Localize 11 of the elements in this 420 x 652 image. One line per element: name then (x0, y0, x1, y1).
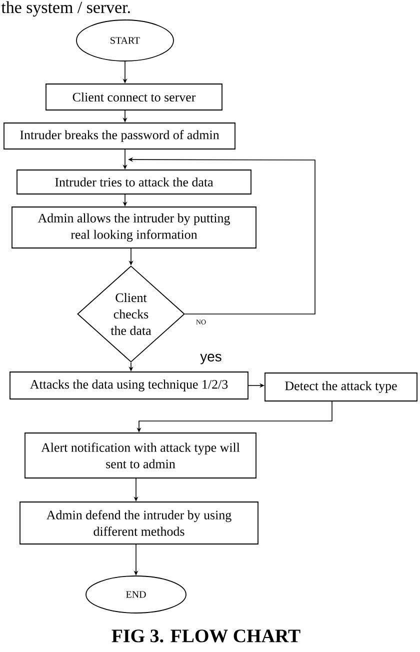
process-box: Alert notification with attack type will sent to admin (24, 432, 256, 478)
process-box: Intruder tries to attack the data (16, 170, 252, 194)
body-text: the system / server. (1, 1, 130, 17)
process-box: Attacks the data using technique 1/2/3 (10, 372, 248, 400)
process-box: Admin allows the intruder by putting real looking information (12, 206, 256, 248)
figure-caption: FIG 3. FLOW CHART (112, 630, 300, 642)
process-box: Intruder breaks the password of admin (4, 122, 236, 150)
edge-label: yes (199, 352, 223, 366)
process-box: Admin defend the intruder by using different methods (20, 502, 258, 544)
process-box: Detect the attack type (264, 372, 418, 402)
process-box: Client connect to server (46, 84, 222, 110)
